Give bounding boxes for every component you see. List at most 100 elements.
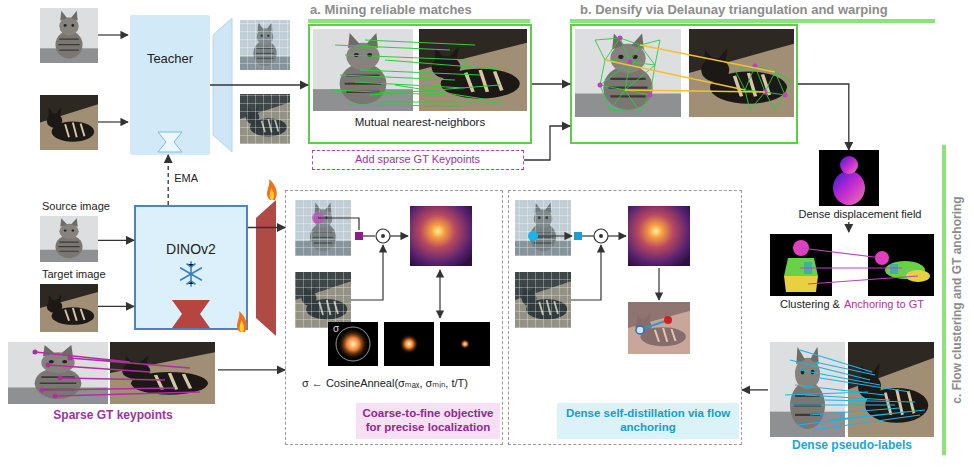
teacher-bottleneck — [158, 132, 182, 152]
image-panel: Clustering & Anchoring to GT — [768, 232, 936, 316]
sigma-symbol: σ — [333, 323, 339, 335]
coarse-to-fine-illustration — [351, 245, 383, 300]
node-text: Dense displacement field — [790, 208, 930, 221]
image-panel: Target image — [40, 268, 98, 332]
objective-region: σ ← CosineAnneal(σₘₐₓ, σₘᵢₙ, t/T)Coarse-… — [285, 190, 503, 445]
self-distillation-illustration — [515, 200, 690, 354]
node-text: Sparse GT keypoints — [8, 408, 218, 422]
node-text: Anchoring to GT — [844, 298, 924, 310]
backbone-block: DINOv2 — [134, 205, 248, 330]
coarse-to-fine-illustration — [399, 334, 419, 354]
teacher-feature-maps — [240, 94, 290, 144]
teacher-feature-maps — [240, 20, 290, 144]
sparse-gt-images — [35, 352, 200, 396]
objective-region: Dense self-distillation via flow anchori… — [508, 190, 742, 445]
dashed-note-box: Add sparse GT Keypoints — [312, 150, 524, 170]
connector-arrow — [524, 126, 570, 160]
coarse-to-fine-illustration — [295, 272, 351, 328]
coarse-to-fine-illustration — [295, 272, 351, 328]
delaunay-images — [575, 29, 794, 117]
self-distillation-illustration — [608, 235, 626, 236]
cluster-images — [800, 248, 918, 284]
delaunay-images — [735, 66, 790, 110]
self-distillation-illustration — [594, 229, 608, 243]
self-distillation-illustration — [515, 272, 571, 328]
coarse-to-fine-illustration — [295, 272, 351, 328]
sparse-gt-images — [33, 350, 38, 355]
self-distillation-illustration — [628, 302, 690, 354]
coarse-to-fine-illustration — [318, 218, 359, 230]
match-images — [419, 29, 527, 111]
teacher-feature-maps — [240, 20, 290, 70]
displacement-field — [819, 150, 879, 206]
coarse-to-fine-illustration — [384, 322, 434, 366]
formula: σ ← CosineAnneal(σₘₐₓ, σₘᵢₙ, t/T) — [302, 377, 468, 390]
self-distillation-illustration — [658, 268, 659, 300]
delaunay-images — [598, 83, 603, 88]
self-distillation-illustration — [515, 200, 571, 256]
delaunay-images — [598, 36, 788, 98]
self-distillation-illustration — [515, 200, 571, 256]
connector-arrow — [210, 84, 308, 85]
node-text: Clustering & — [780, 298, 840, 310]
delaunay-images — [595, 38, 660, 112]
teacher-inputs — [98, 34, 128, 35]
frozen-snowflake — [187, 264, 195, 284]
node-text: Add sparse GT Keypoints — [313, 153, 522, 166]
stage-box: b. Densify via Delaunay triangulation an… — [570, 24, 798, 144]
section-label: c. Flow clustering and GT anchoring — [950, 196, 964, 403]
self-distillation-illustration — [538, 235, 572, 236]
connector-arrow — [742, 389, 768, 390]
trainable-flame — [267, 179, 277, 200]
delaunay-images — [689, 29, 794, 117]
heading-highlight — [308, 19, 530, 23]
stage-caption: Mutual nearest-neighbors — [310, 116, 530, 130]
image-panel: Dense pseudo-labels — [768, 340, 936, 456]
self-distillation-illustration — [636, 326, 644, 334]
connector-arrow — [218, 369, 285, 370]
delaunay-images — [628, 60, 633, 65]
coarse-to-fine-illustration — [295, 200, 351, 256]
coarse-to-fine-illustration — [390, 235, 408, 236]
self-distillation-illustration — [574, 232, 582, 240]
teacher-inputs — [40, 8, 128, 150]
heading-highlight — [942, 145, 946, 455]
frozen-snowflake — [181, 262, 202, 286]
trainable-flame — [237, 311, 247, 332]
objective-title: Dense self-distillation via flow anchori… — [557, 403, 739, 439]
node-text: Teacher — [130, 51, 210, 67]
coarse-to-fine-illustration — [410, 206, 472, 266]
image-panel: Dense displacement field — [790, 150, 930, 222]
sparse-gt-images — [40, 388, 45, 393]
coarse-to-fine-illustration — [337, 328, 369, 360]
trainable-decoder — [172, 300, 210, 328]
node-text: Source image — [42, 200, 110, 213]
match-images — [313, 29, 527, 111]
teacher-feature-maps — [240, 20, 290, 70]
sparse-gt-images — [8, 342, 215, 404]
coarse-to-fine-illustration — [295, 200, 490, 366]
trainable-decoder — [172, 200, 276, 336]
source-target-images — [40, 284, 98, 332]
connector-arrow — [532, 83, 570, 84]
sparse-gt-images — [58, 376, 63, 381]
self-distillation-illustration — [571, 245, 601, 300]
teacher-inputs — [40, 95, 98, 150]
self-distillation-illustration — [599, 234, 603, 238]
teacher-bottleneck — [158, 18, 232, 152]
trainable-flame — [237, 311, 247, 332]
displacement-field — [833, 171, 865, 205]
displacement-field — [819, 150, 879, 206]
coarse-to-fine-illustration — [440, 322, 490, 366]
connector-arrow — [98, 240, 134, 241]
delaunay-images — [783, 93, 788, 98]
connector-arrow — [98, 306, 134, 307]
coarse-to-fine-illustration — [376, 229, 390, 243]
node-text: Dense pseudo-labels — [768, 438, 936, 452]
coarse-to-fine-illustration — [336, 327, 370, 361]
coarse-to-fine-illustration — [295, 200, 351, 256]
teacher-feature-maps — [240, 94, 290, 144]
coarse-to-fine-illustration — [439, 270, 440, 318]
trainable-flame — [267, 179, 277, 200]
